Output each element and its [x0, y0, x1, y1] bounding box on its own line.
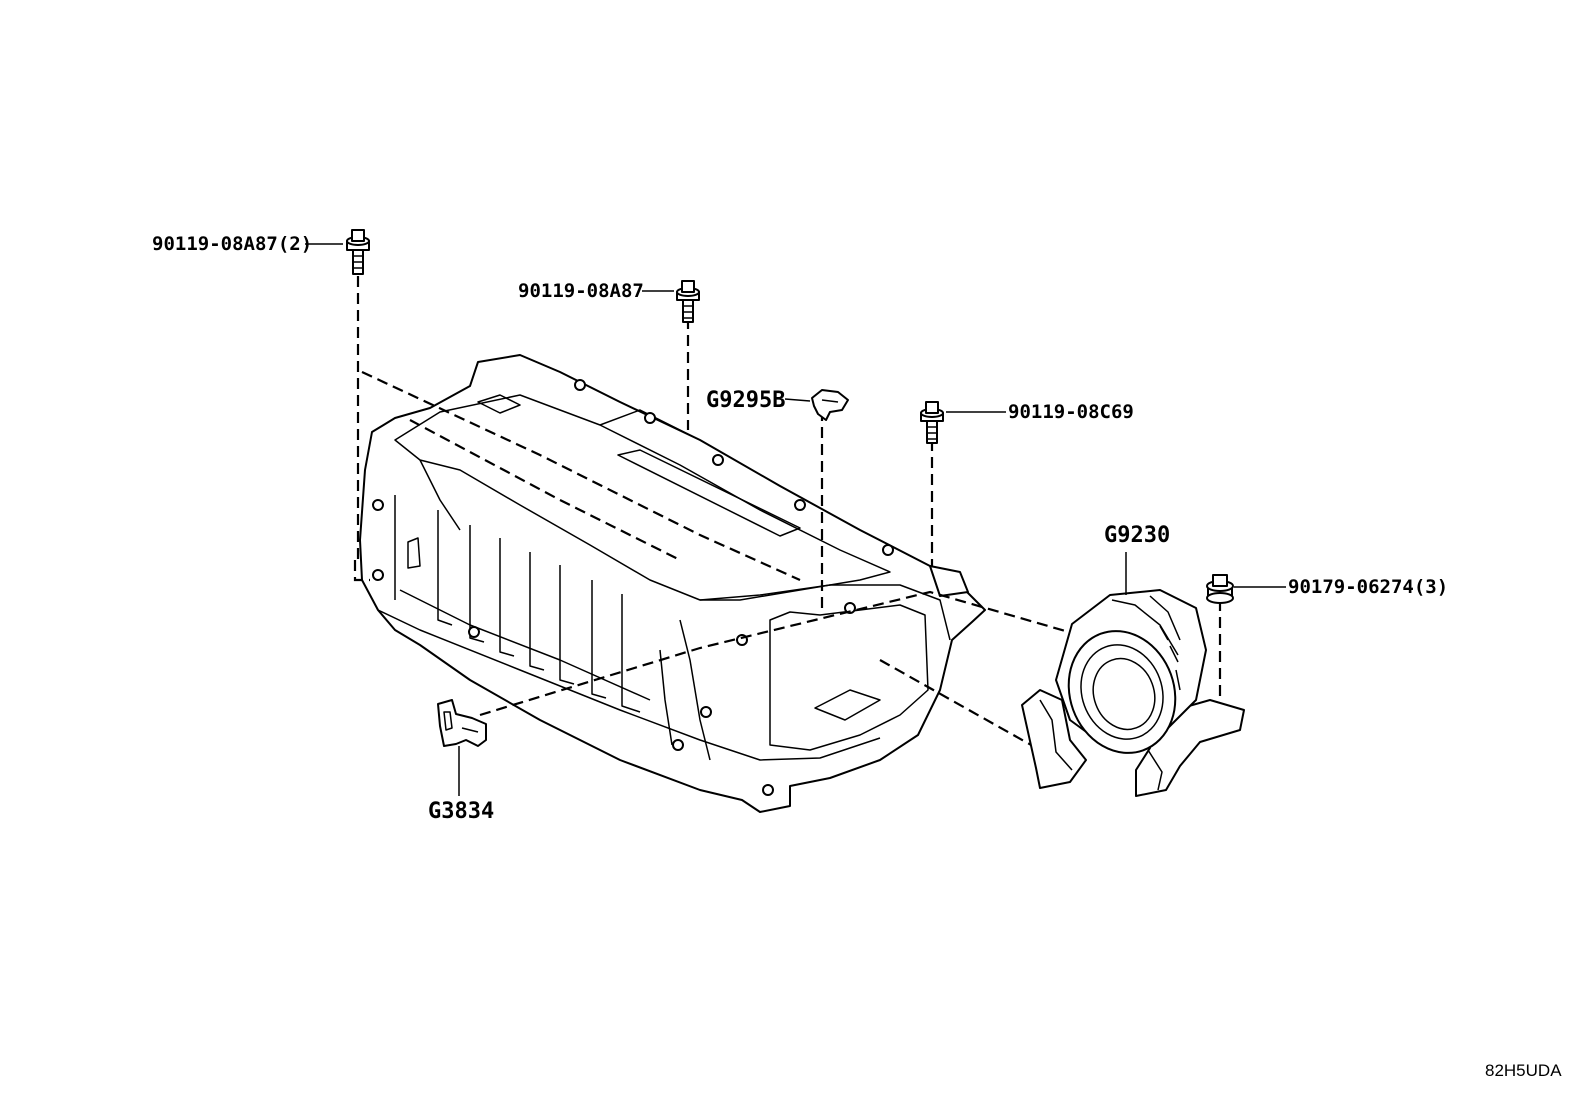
callout-blower: G9230 — [1104, 523, 1170, 548]
callout-bracket: G3834 — [428, 799, 494, 824]
callout-bolt-top-left: 90119-08A87(2) — [152, 233, 312, 255]
blower-fan-assembly — [1021, 589, 1245, 797]
battery-assembly — [359, 354, 986, 813]
nut-icon — [1206, 574, 1234, 604]
leader-lines — [305, 243, 1286, 796]
bolt-icon — [676, 280, 700, 323]
bolt-icon — [920, 401, 944, 444]
callout-bolt-top-mid: 90119-08A87 — [518, 280, 644, 302]
callout-nut-right: 90179-06274(3) — [1288, 576, 1448, 598]
bolt-icon — [346, 229, 370, 275]
bracket-icon — [437, 699, 487, 747]
diagram-code: 82H5UDA — [1485, 1061, 1562, 1080]
callout-bolt-right: 90119-08C69 — [1008, 401, 1134, 423]
assembly-lines — [353, 276, 1222, 751]
clip-icon — [811, 389, 849, 421]
callout-clip: G9295B — [706, 388, 785, 413]
